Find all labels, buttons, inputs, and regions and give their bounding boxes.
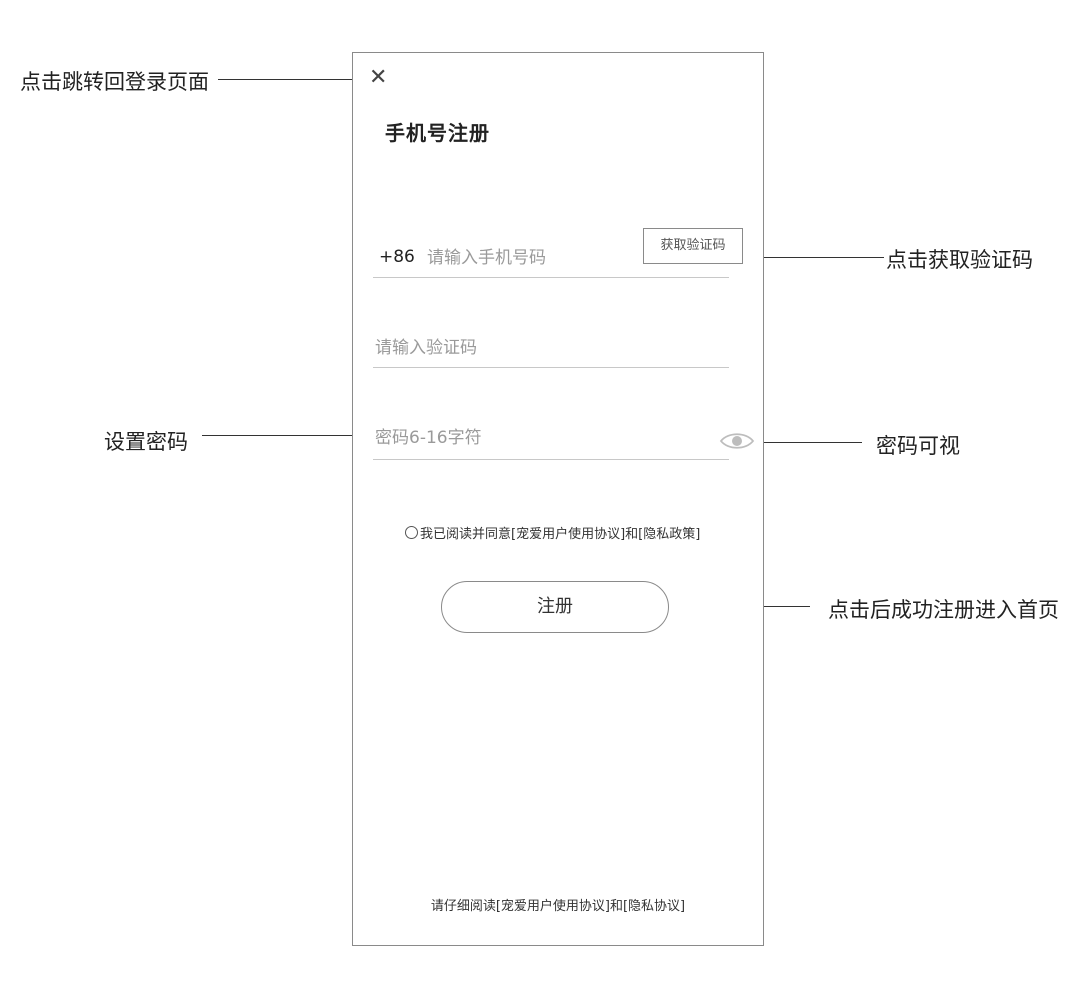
password-input[interactable] — [375, 423, 705, 453]
phone-screen: ✕ 手机号注册 +86 获取验证码 我已阅读并同意[宠爱用户使用协议]和[隐私政… — [352, 52, 764, 946]
agreement-text[interactable]: 我已阅读并同意[宠爱用户使用协议]和[隐私政策] — [420, 527, 701, 542]
eye-icon[interactable] — [719, 429, 755, 453]
annotation-line-password-visible — [758, 442, 862, 443]
annotation-line-set-password — [202, 435, 368, 436]
password-field — [373, 423, 755, 460]
footer-text[interactable]: 请仔细阅读[宠爱用户使用协议]和[隐私协议] — [430, 899, 686, 914]
annotation-set-password: 设置密码 — [104, 430, 188, 454]
code-field — [373, 331, 729, 368]
annotation-line-close — [218, 79, 366, 80]
country-code[interactable]: +86 — [379, 247, 415, 267]
annotation-line-get-code — [734, 257, 884, 258]
agreement-radio[interactable] — [405, 526, 418, 539]
page-title: 手机号注册 — [385, 121, 490, 145]
phone-input[interactable] — [427, 243, 637, 273]
agreement: 我已阅读并同意[宠爱用户使用协议]和[隐私政策] — [405, 523, 700, 542]
register-button[interactable]: 注册 — [441, 581, 669, 633]
close-icon[interactable]: ✕ — [369, 65, 388, 90]
annotation-register: 点击后成功注册进入首页 — [828, 598, 1059, 622]
annotation-password-visible: 密码可视 — [876, 434, 960, 458]
code-input[interactable] — [375, 333, 715, 363]
annotation-get-code: 点击获取验证码 — [886, 248, 1033, 272]
phone-field: +86 获取验证码 — [373, 228, 743, 278]
annotation-close: 点击跳转回登录页面 — [20, 70, 209, 94]
get-code-button[interactable]: 获取验证码 — [643, 228, 743, 264]
